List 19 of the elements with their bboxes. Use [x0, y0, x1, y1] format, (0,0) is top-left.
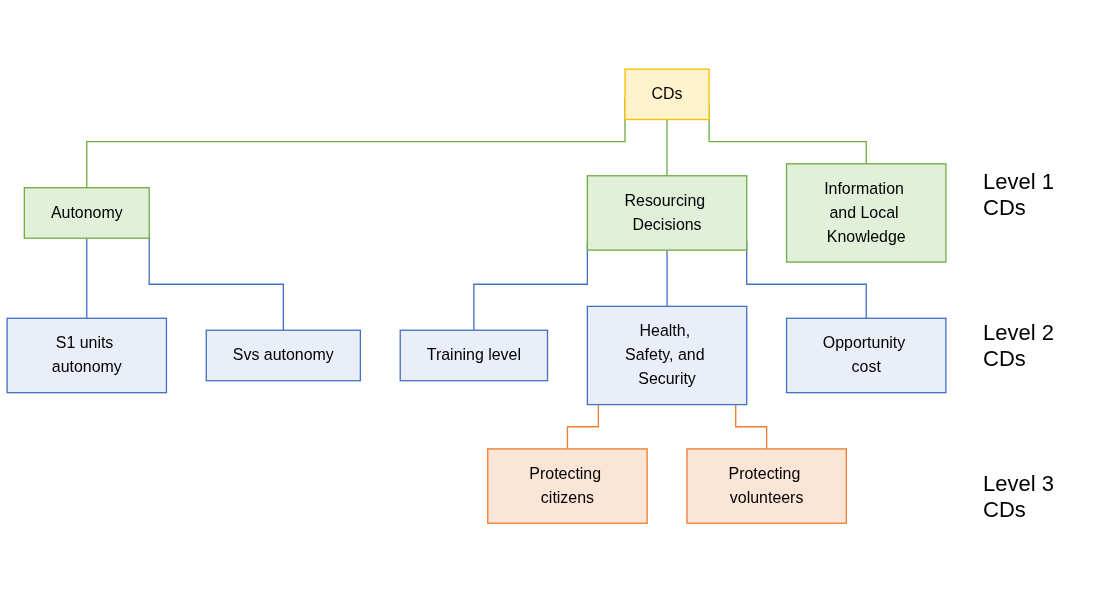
node-box: Protecting volunteers	[686, 448, 847, 524]
node-box: Information and Local Knowledge	[785, 162, 947, 263]
connector	[86, 237, 88, 319]
node-box: Opportunity cost	[785, 317, 947, 394]
connector	[666, 118, 668, 177]
node-box: Svs autonomy	[205, 329, 362, 382]
node-box: Resourcing Decisions	[586, 174, 748, 251]
node-box: Health, Safety, and Security	[586, 305, 748, 406]
level-label: Level 1 CDs	[983, 169, 1055, 222]
node-box: Training level	[399, 329, 549, 382]
level-label: Level 2 CDs	[983, 320, 1055, 372]
node-box: Protecting citizens	[487, 448, 648, 524]
node-box: S1 units autonomy	[6, 317, 168, 394]
node-box: Autonomy	[23, 186, 150, 239]
connector	[666, 249, 668, 307]
connector	[735, 403, 768, 450]
connector	[566, 403, 600, 450]
node-box: CDs	[624, 68, 710, 121]
level-label: Level 3 CDs	[983, 470, 1055, 523]
